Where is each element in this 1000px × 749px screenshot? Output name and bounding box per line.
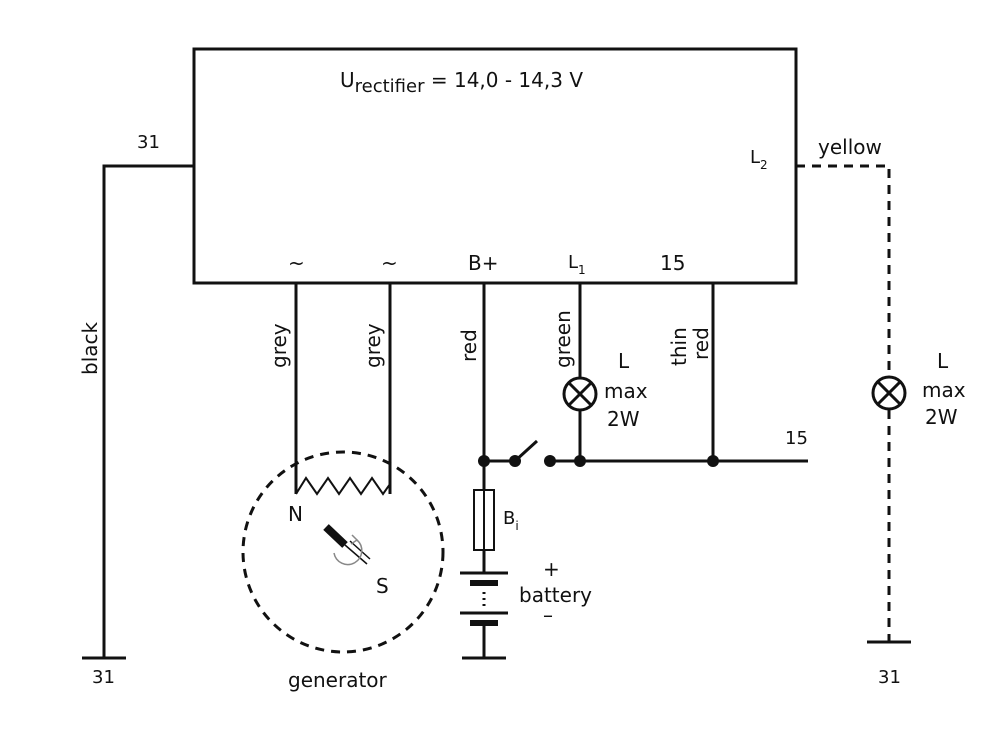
- wire-label-black: black: [78, 321, 102, 375]
- magnet-south-pole-edge: [349, 540, 371, 560]
- lamp-l1-icon: [562, 376, 598, 412]
- lamp-l1-max: max: [604, 379, 648, 403]
- generator-north-label: N: [288, 502, 303, 526]
- wire-label-yellow: yellow: [818, 135, 882, 159]
- generator-label: generator: [288, 668, 388, 692]
- wire-label-red: red: [457, 329, 481, 362]
- terminal-31-top-label: 31: [137, 132, 160, 153]
- lamp-l2-icon: [871, 375, 907, 411]
- fuse-label: Bi: [503, 508, 519, 533]
- terminal-15-line-label: 15: [785, 428, 808, 449]
- terminal-l2-label: L2: [750, 147, 768, 172]
- lamp-l2-cross-b: [876, 380, 902, 406]
- lamp-l1-cross-b: [567, 381, 593, 407]
- lamp-l2-max: max: [922, 378, 966, 402]
- wire-label-grey-2: grey: [361, 323, 385, 368]
- magnet-north-pole: [323, 524, 348, 548]
- magnet-south-pole: [344, 544, 368, 565]
- lamp-l2-power: 2W: [925, 405, 958, 429]
- rotation-arrowhead-icon: [350, 534, 359, 545]
- lamp-l2-label: L: [937, 349, 949, 373]
- terminal-ac2-label: ~: [381, 251, 398, 275]
- wire-label-grey-1: grey: [267, 323, 291, 368]
- black-wire: [102, 164, 194, 658]
- wire-label-green: green: [551, 310, 575, 368]
- battery-plus-label: +: [543, 557, 560, 581]
- battery-label: battery: [519, 583, 592, 607]
- yellow-wire-upper: [796, 164, 891, 376]
- rotation-arrow-icon: [333, 539, 363, 566]
- rectifier-voltage-label: Urectifier = 14,0 - 14,3 V: [340, 68, 583, 97]
- battery-minus-label: –: [543, 603, 553, 627]
- wire-label-thin: thin: [667, 327, 691, 366]
- terminal-15-label: 15: [660, 251, 685, 275]
- generator-winding: [295, 476, 391, 496]
- lamp-l1-power: 2W: [607, 407, 640, 431]
- terminal-31-left-label: 31: [92, 667, 115, 688]
- generator-south-label: S: [376, 574, 389, 598]
- terminal-bplus-label: B+: [468, 251, 498, 275]
- terminal-l1-label: L1: [568, 252, 586, 277]
- generator-housing: [241, 450, 445, 654]
- wire-label-thin-red: red: [689, 327, 713, 360]
- terminal-31-right-label: 31: [878, 667, 901, 688]
- switch-contact-1: [509, 455, 521, 467]
- lamp-l1-label: L: [618, 349, 630, 373]
- terminal-ac1-label: ~: [288, 251, 305, 275]
